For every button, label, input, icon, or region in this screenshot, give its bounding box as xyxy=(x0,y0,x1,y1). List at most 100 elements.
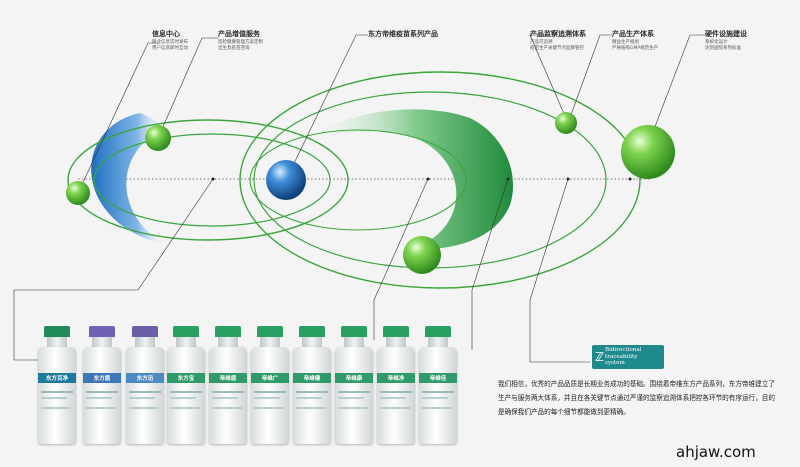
vaccine-bottle: 东方宝 xyxy=(167,326,205,444)
label-strip xyxy=(338,391,370,393)
desc-line: 产品可追溯 xyxy=(530,40,553,45)
bottle-body: 帝维佳 xyxy=(419,347,457,444)
right-orbit-group xyxy=(239,71,641,289)
leader-info-center xyxy=(77,42,158,194)
desc-info-center: 随业信息实时发布 用户信息即时互动 xyxy=(152,40,188,52)
axis-dot xyxy=(426,177,430,181)
bottle-cap xyxy=(383,326,409,337)
bottle-name: 帝维盾 xyxy=(219,376,237,382)
bottle-neck xyxy=(47,337,67,347)
vaccine-bottle: 帝维健 xyxy=(293,326,331,444)
bottle-cap xyxy=(215,326,241,337)
bottle-neck xyxy=(218,337,238,347)
bottle-body: 帝维广 xyxy=(251,347,289,444)
label-vaccine-products: 东方帝维疫苗系列产品 xyxy=(368,30,438,38)
label-strip xyxy=(380,397,406,399)
bottle-neck xyxy=(386,337,406,347)
desc-line: 精益生产规划 xyxy=(612,40,639,45)
label-strip xyxy=(254,407,284,409)
label-strip xyxy=(129,391,161,393)
vaccine-bottle: 东方盾 xyxy=(83,326,121,444)
traceability-line: traceability xyxy=(605,353,638,360)
orbit-left-outer xyxy=(67,119,349,241)
sphere-value-added xyxy=(145,125,171,151)
bottle-name: 帝维康 xyxy=(345,376,363,382)
leader-lines xyxy=(13,34,705,363)
desc-line: 疫苗生产关键节点监察管控 xyxy=(530,46,584,51)
bottle-band xyxy=(83,373,121,383)
sphere-production xyxy=(555,112,577,134)
leader-value-added xyxy=(157,37,218,139)
label-strip xyxy=(338,407,368,409)
bottle-body: 帝维健 xyxy=(293,347,331,444)
bottle-body: 帝维康 xyxy=(335,347,373,444)
label-strip xyxy=(380,407,410,409)
traceability-badge: ℤ Bidirectional traceability system xyxy=(592,345,664,369)
bottle-name: 东方迅 xyxy=(136,376,154,382)
desc-value-added: 巡检健康管理方案定制 出生及疫苗咨询 xyxy=(218,40,263,52)
label-info-center: 信息中心 xyxy=(152,30,180,38)
vaccine-bottle: 帝维净 xyxy=(377,326,415,444)
label-strip xyxy=(41,407,71,409)
label-strip xyxy=(170,391,202,393)
bottle-neck xyxy=(260,337,280,347)
bottle-name: 帝维广 xyxy=(261,376,279,382)
desc-line: 出生及疫苗咨询 xyxy=(218,46,250,51)
orbit-right-outer xyxy=(239,71,641,289)
leader-trace-1 xyxy=(373,178,429,340)
bottle-name: 东方盾 xyxy=(93,376,111,382)
vaccine-bottle: 帝维盾 xyxy=(209,326,247,444)
bottle-neck xyxy=(135,337,155,347)
sphere-monitoring xyxy=(403,236,441,274)
bottle-band xyxy=(377,373,415,383)
description-paragraph: 我们相信，优秀的产品品质是长期业务成功的基础。围绕着帝维东方产品系列，东方帝维建… xyxy=(498,380,775,416)
leader-hardware xyxy=(647,34,705,146)
axis-dot xyxy=(506,177,510,181)
blue-crescent xyxy=(91,113,168,245)
bottle-cap xyxy=(257,326,283,337)
left-orbit-group xyxy=(67,113,349,245)
bottle-name: 帝维净 xyxy=(387,376,405,382)
label-strip xyxy=(129,397,155,399)
desc-hardware: 系统化设计 达到国际系列标准 xyxy=(705,40,741,52)
bottle-cap xyxy=(299,326,325,337)
label-strip xyxy=(86,407,116,409)
bottle-name: 东方百净 xyxy=(45,376,68,382)
desc-monitoring: 产品可追溯 疫苗生产关键节点监察管控 xyxy=(530,40,584,52)
bottle-body: 东方迅 xyxy=(126,347,164,444)
label-strip xyxy=(41,391,73,393)
bottle-name: 帝维佳 xyxy=(429,376,447,382)
axis-dot xyxy=(211,177,215,181)
bottle-band xyxy=(126,373,164,383)
leader-bottles xyxy=(13,178,214,361)
label-strip xyxy=(212,397,238,399)
traceability-logo-icon: ℤ xyxy=(595,350,605,364)
orbit-left-inner xyxy=(93,133,331,227)
sphere-vaccine-products xyxy=(266,160,306,200)
bottle-neck xyxy=(428,337,448,347)
label-strip xyxy=(296,397,322,399)
bottle-neck xyxy=(92,337,112,347)
watermark: ahjaw.com xyxy=(676,443,756,461)
bottle-body: 东方百净 xyxy=(38,347,76,444)
label-strip xyxy=(254,397,280,399)
label-hardware: 硬件设施建设 xyxy=(705,30,747,38)
bottle-body: 东方宝 xyxy=(167,347,205,444)
bottle-neck xyxy=(344,337,364,347)
desc-line: 严格按照GMP规范生产 xyxy=(612,46,659,51)
traceability-line: system xyxy=(605,360,625,367)
label-strip xyxy=(212,407,242,409)
axis-dot xyxy=(566,177,570,181)
orbit-right-small xyxy=(249,129,467,231)
desc-line: 用户信息即时互动 xyxy=(152,46,188,51)
vaccine-bottle: 东方百净 xyxy=(38,326,76,444)
vaccine-bottle: 东方迅 xyxy=(126,326,164,444)
label-strip xyxy=(296,407,326,409)
desc-line: 达到国际系列标准 xyxy=(705,46,741,51)
vaccine-bottle: 帝维广 xyxy=(251,326,289,444)
desc-line: 系统化设计 xyxy=(705,40,728,45)
desc-line: 巡检健康管理方案定制 xyxy=(218,40,263,45)
vaccine-bottle: 帝维康 xyxy=(335,326,373,444)
leader-monitoring xyxy=(529,34,569,124)
